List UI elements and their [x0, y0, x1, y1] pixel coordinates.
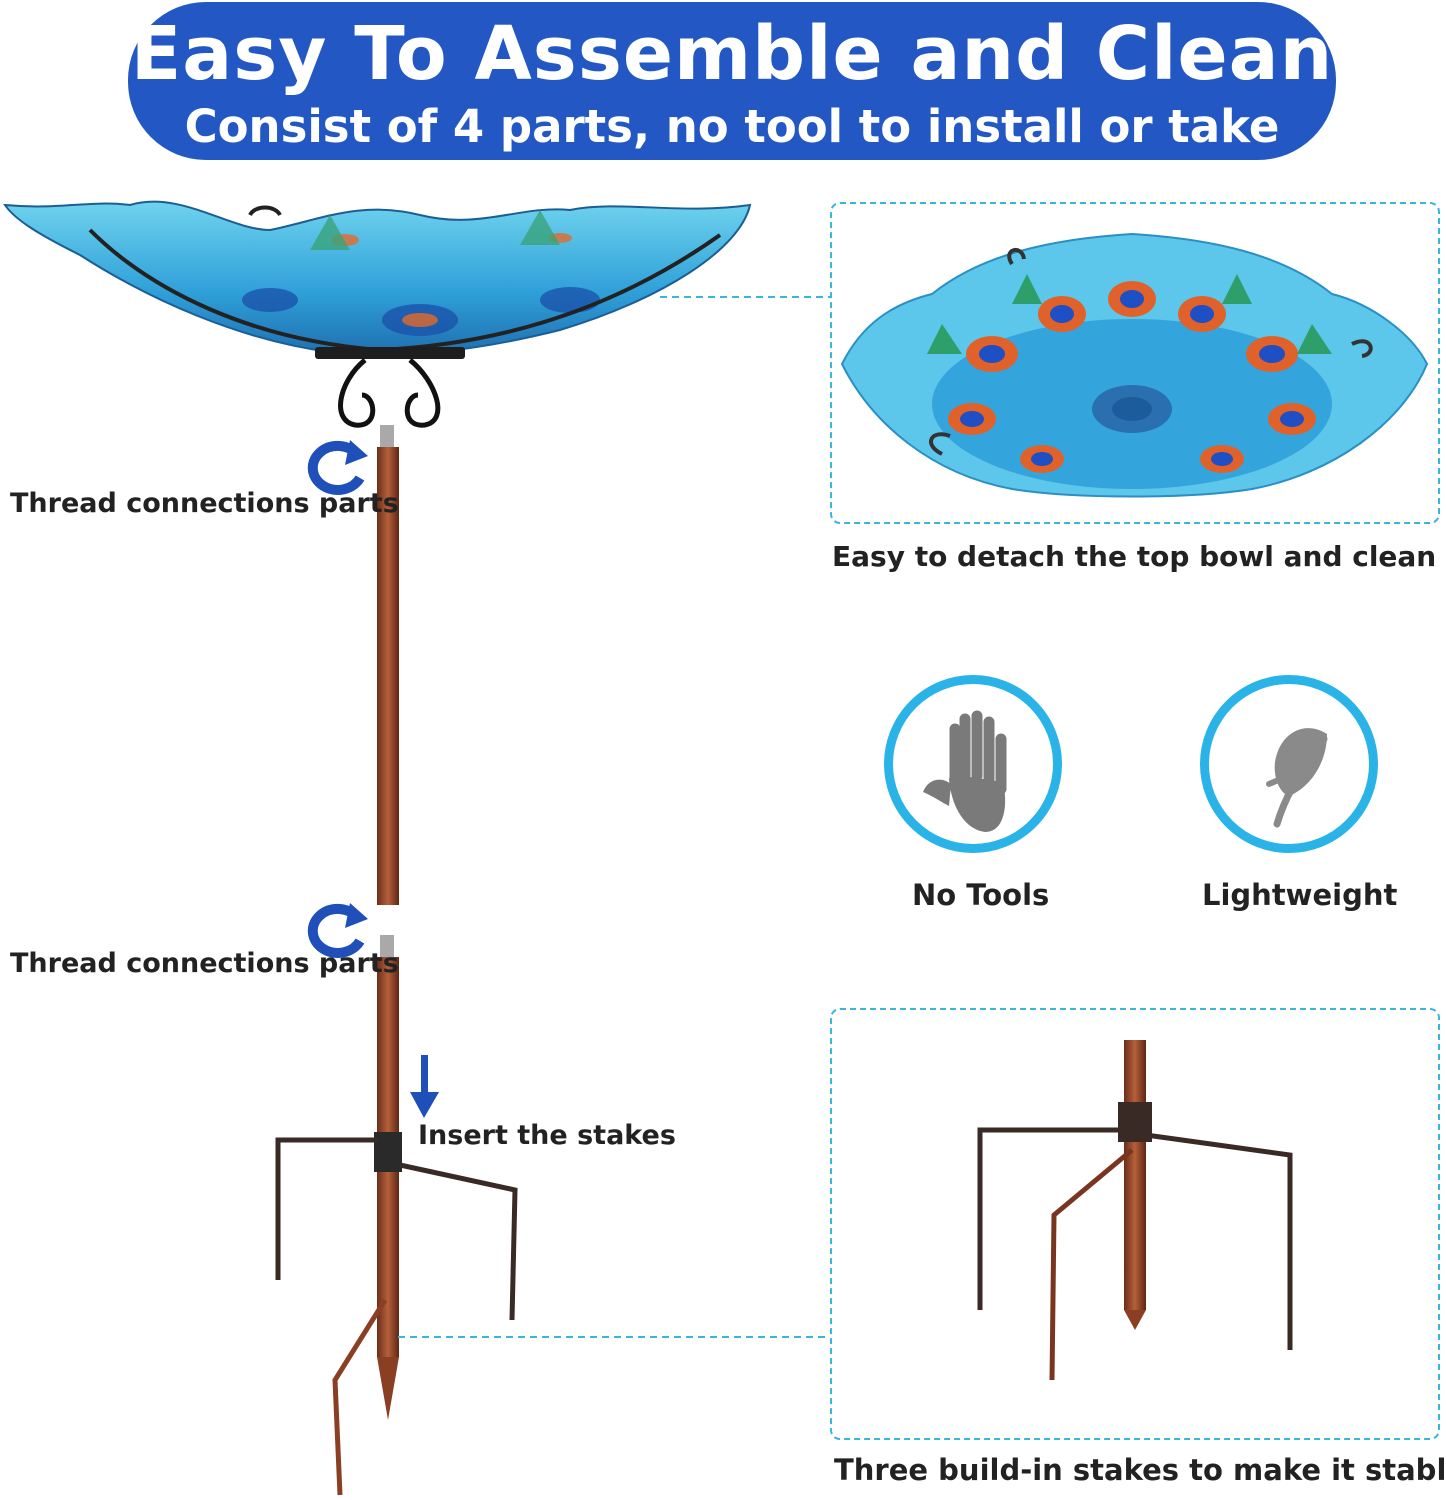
no-tools-label: No Tools	[912, 878, 1050, 912]
stakes-detail-box	[830, 1008, 1440, 1440]
lightweight-badge	[1200, 675, 1378, 853]
feather-icon	[1266, 728, 1328, 828]
thread-connection-label-top: Thread connections parts	[10, 488, 399, 519]
bowl-detail-box	[830, 202, 1440, 524]
bowl-side-view	[3, 200, 752, 428]
detach-bowl-label: Easy to detach the top bowl and clean it	[832, 540, 1446, 573]
stakes-stable-label: Three build-in stakes to make it stable	[834, 1453, 1446, 1487]
hand-icon	[923, 710, 1007, 832]
down-arrow-icon	[410, 1055, 439, 1118]
title-banner: Easy To Assemble and Clean Consist of 4 …	[128, 2, 1336, 207]
thread-connection-label-bottom: Thread connections parts	[10, 948, 399, 979]
banner-subtitle: Consist of 4 parts, no tool to install o…	[184, 100, 1280, 207]
upper-pole	[377, 425, 399, 905]
banner-title: Easy To Assemble and Clean	[130, 11, 1334, 97]
lower-pole-with-stakes	[275, 935, 518, 1496]
stakes-closeup	[977, 1040, 1293, 1381]
lightweight-label: Lightweight	[1202, 878, 1398, 912]
no-tools-badge	[884, 675, 1062, 853]
rotate-arrow-icon-top	[307, 440, 368, 495]
rotate-arrow-icon-bottom	[307, 903, 368, 958]
insert-stakes-label: Insert the stakes	[418, 1120, 676, 1151]
bowl-top-view	[840, 232, 1429, 498]
